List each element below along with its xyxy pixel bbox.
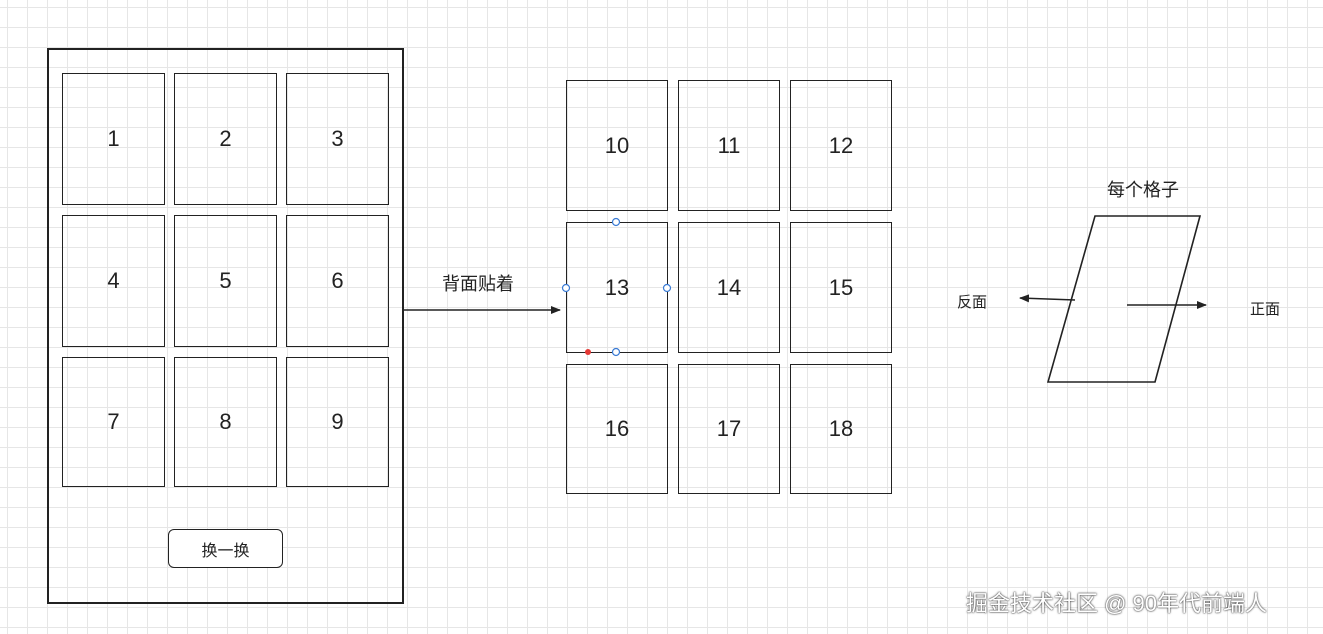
back-card-16[interactable]: 16 — [566, 364, 668, 494]
front-card-7[interactable]: 7 — [62, 357, 165, 487]
front-card-4[interactable]: 4 — [62, 215, 165, 347]
arrow-label: 背面贴着 — [442, 274, 514, 294]
selection-handle-red[interactable] — [585, 349, 591, 355]
back-card-11[interactable]: 11 — [678, 80, 780, 211]
watermark: 掘金技术社区 @ 90年代前端人 — [966, 591, 1268, 616]
front-card-1[interactable]: 1 — [62, 73, 165, 205]
front-card-8[interactable]: 8 — [174, 357, 277, 487]
back-card-15[interactable]: 15 — [790, 222, 892, 353]
selection-handle-left[interactable] — [561, 283, 571, 293]
back-card-18[interactable]: 18 — [790, 364, 892, 494]
back-card-12[interactable]: 12 — [790, 80, 892, 211]
selection-handle-bottom[interactable] — [611, 347, 621, 357]
back-card-17[interactable]: 17 — [678, 364, 780, 494]
front-card-2[interactable]: 2 — [174, 73, 277, 205]
selection-handle-top[interactable] — [611, 217, 621, 227]
card-parallelogram — [1046, 215, 1202, 383]
back-card-10[interactable]: 10 — [566, 80, 668, 211]
cell-diagram-title: 每个格子 — [1107, 180, 1179, 200]
front-card-3[interactable]: 3 — [286, 73, 389, 205]
swap-button[interactable]: 换一换 — [168, 529, 283, 568]
back-side-arrow — [1019, 294, 1076, 303]
phone-frame — [47, 48, 404, 604]
front-side-label: 正面 — [1250, 301, 1281, 318]
front-card-6[interactable]: 6 — [286, 215, 389, 347]
front-card-5[interactable]: 5 — [174, 215, 277, 347]
back-side-label: 反面 — [957, 294, 988, 311]
front-card-9[interactable]: 9 — [286, 357, 389, 487]
back-card-14[interactable]: 14 — [678, 222, 780, 353]
selection-handle-right[interactable] — [662, 283, 672, 293]
